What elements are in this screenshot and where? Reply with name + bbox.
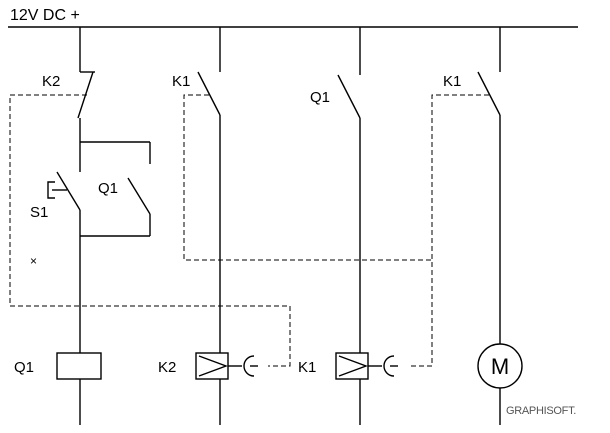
k2-mechanical-link — [9, 94, 291, 367]
k1-timer-symbol — [383, 355, 395, 377]
rung-2: K1 K2 — [158, 27, 258, 425]
k2-contact-label: K2 — [42, 73, 60, 90]
supply-label: 12V DC + — [10, 7, 80, 24]
q1-coil — [56, 352, 102, 380]
s1-label: S1 — [30, 204, 48, 221]
s1-contact-blade — [56, 171, 81, 211]
q1-contact-a-blade — [337, 74, 361, 119]
q1-self-hold-contact-blade — [127, 177, 151, 215]
k1-contact-label-b: K1 — [443, 73, 461, 90]
q1-coil-label: Q1 — [14, 359, 34, 376]
k1-contact-a-blade — [197, 71, 221, 116]
cross-mark: × — [30, 254, 37, 268]
k1-coil-arrow-icon — [338, 355, 369, 377]
k2-timer-symbol — [243, 355, 255, 377]
k2-coil-arrow-icon — [198, 355, 229, 377]
k1-contact-b-blade — [477, 71, 501, 116]
k1-mechanical-link-b — [408, 94, 489, 367]
k1-contact-label-a: K1 — [172, 73, 190, 90]
q1-contact-label-left: Q1 — [98, 180, 118, 197]
graphisoft-logo: GRAPHISOFT. — [506, 405, 576, 417]
k1-coil-label: K1 — [298, 359, 316, 376]
s1-push-button-icon — [47, 181, 55, 199]
rung-1: K2 S1 Q1 × Q1 — [14, 27, 151, 425]
rung-3: Q1 K1 — [298, 27, 398, 425]
q1-contact-label-a: Q1 — [310, 89, 330, 106]
rung-4: M K1 — [443, 27, 523, 425]
k2-coil-label: K2 — [158, 359, 176, 376]
motor-label: M — [491, 354, 509, 379]
k1-mechanical-link — [183, 94, 432, 261]
